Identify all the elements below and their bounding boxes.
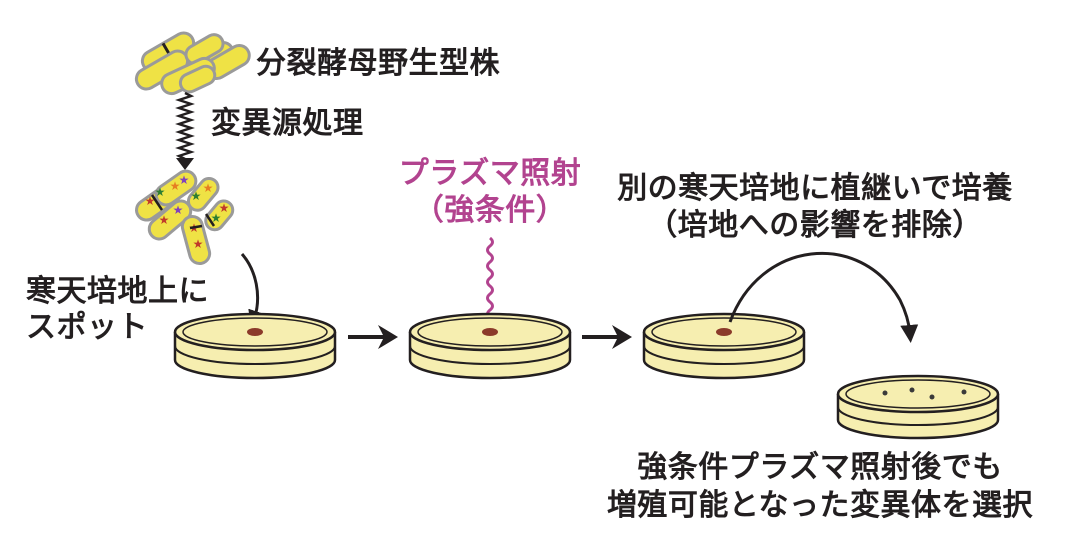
transfer-arrow: [728, 251, 919, 343]
svg-text:★: ★: [170, 179, 181, 193]
transfer-label-line1: 別の寒天培地に植継いで培養: [617, 171, 1013, 206]
svg-text:★: ★: [219, 201, 230, 215]
dish-3: [642, 312, 806, 380]
svg-text:★: ★: [145, 194, 156, 208]
spot-3: [716, 328, 732, 336]
svg-text:★: ★: [159, 213, 170, 227]
wild-type-yeast-cells: [134, 31, 251, 96]
dish-1: [173, 312, 337, 380]
svg-text:★: ★: [179, 173, 190, 187]
transfer-label-line2: （培地への影響を排除）: [647, 208, 983, 243]
select-label-line2: 増殖可能となった変異体を選択: [606, 488, 1034, 523]
spot-label-line1: 寒天培地上に: [26, 274, 209, 309]
spot-arrow: [240, 253, 266, 329]
select-label-line1: 強条件プラズマ照射後でも: [637, 450, 1003, 485]
svg-text:★: ★: [211, 211, 222, 225]
svg-text:★: ★: [203, 181, 214, 195]
spot-2: [482, 328, 498, 336]
colonies: [882, 387, 967, 400]
mutagen-label: 変異源処理: [211, 106, 364, 141]
svg-text:★: ★: [173, 203, 184, 217]
wild-type-label: 分裂酵母野生型株: [256, 46, 500, 81]
arrow-1: [348, 325, 398, 349]
arrow-2: [582, 325, 632, 349]
svg-text:★: ★: [155, 185, 166, 199]
dish-2: [408, 312, 572, 380]
plasma-label-line1: プラズマ照射: [398, 156, 582, 191]
plasma-label-line2: （強条件）: [413, 193, 567, 228]
mutated-yeast-cells: ★ ★ ★ ★ ★ ★ ★ ★ ★ ★ ★ ★: [135, 169, 235, 266]
spot-1: [247, 328, 263, 336]
dish-4: [836, 374, 1000, 440]
spot-label-line2: スポット: [26, 310, 148, 345]
mutagen-arrow: [175, 91, 195, 170]
svg-text:★: ★: [191, 189, 202, 203]
svg-text:★: ★: [193, 237, 204, 251]
